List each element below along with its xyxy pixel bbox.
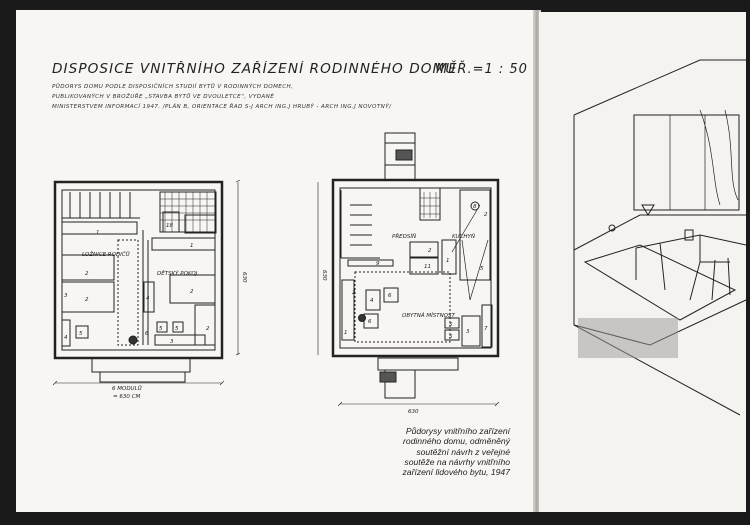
room-number: 1 bbox=[446, 258, 450, 264]
room-number: 2 bbox=[190, 289, 194, 295]
room-number: 1 bbox=[96, 230, 100, 236]
room-number: 2 bbox=[85, 271, 89, 277]
room-number: 18 bbox=[166, 223, 173, 229]
room-label-loznice: LOŽNICE RODIČŮ bbox=[82, 250, 130, 258]
room-number: 1 bbox=[344, 330, 348, 336]
room-number: 6 bbox=[368, 319, 372, 325]
room-number: 8 bbox=[473, 204, 477, 210]
room-label-obytna-mistnost: OBYTNÁ MÍSTNOST bbox=[402, 312, 456, 319]
room-number: 5 bbox=[449, 334, 453, 340]
book-gutter bbox=[533, 10, 541, 512]
interior-perspective-drawing bbox=[573, 59, 747, 416]
page-title: DISPOSICE VNITŘNÍHO ZAŘÍZENÍ RODINNÉHO D… bbox=[52, 62, 457, 77]
room-number: 3 bbox=[170, 339, 174, 345]
dimension-630: 630 bbox=[408, 409, 419, 415]
left-page bbox=[16, 10, 536, 512]
upper-floor-plan bbox=[52, 179, 241, 386]
room-number: 4 bbox=[64, 335, 68, 341]
room-number: 3 bbox=[64, 293, 68, 299]
room-number: 5 bbox=[79, 331, 83, 337]
subtitle-line: MINISTERSTVEM INFORMACÍ 1947. /PLÁN B, O… bbox=[52, 104, 392, 110]
ground-floor-plan bbox=[317, 132, 500, 407]
room-number: 2 bbox=[352, 290, 356, 296]
dimension-label: 6 MODULŮ bbox=[112, 385, 142, 392]
room-number: 5 bbox=[175, 326, 179, 332]
dimension-630: 630 bbox=[321, 270, 327, 281]
room-number: 5 bbox=[159, 326, 163, 332]
room-number: 6 bbox=[388, 293, 392, 299]
room-number: 4 bbox=[370, 298, 374, 304]
dimension-630: 630 bbox=[241, 272, 247, 283]
scale-label: MĚŘ.=1 : 50 bbox=[436, 62, 528, 77]
room-number: 4 bbox=[146, 296, 150, 302]
room-number: 5 bbox=[480, 266, 484, 272]
room-number: 5 bbox=[449, 322, 453, 328]
room-number: 3 bbox=[466, 329, 470, 335]
room-number: 7 bbox=[484, 326, 488, 332]
room-number: 2 bbox=[206, 326, 210, 332]
figure-caption: Půdorysy vnitřního zařízení rodinného do… bbox=[402, 426, 511, 478]
subtitle-line: PŮDORYS DOMU PODLE DISPOSIČNÍCH STUDIÍ B… bbox=[52, 84, 294, 90]
room-label-kuchyn: KUCHYŇ bbox=[452, 233, 475, 240]
room-number: 6 bbox=[145, 331, 149, 337]
room-number: 2 bbox=[428, 248, 432, 254]
room-number: 11 bbox=[424, 264, 431, 270]
room-number: 2 bbox=[484, 212, 488, 218]
room-number: 2 bbox=[85, 297, 89, 303]
room-number: 9 bbox=[376, 261, 380, 267]
room-label-predsin: PŘEDSÍŇ bbox=[392, 232, 416, 240]
room-label-detsky-pokoj: DĚTSKÝ POKOJ bbox=[157, 269, 198, 277]
subtitle-line: PUBLIKOVANÝCH V BROŽUŘE „STAVBA BYTŮ VE … bbox=[52, 94, 275, 100]
dimension-label: = 630 CM bbox=[113, 394, 140, 400]
room-number: 1 bbox=[190, 243, 194, 249]
